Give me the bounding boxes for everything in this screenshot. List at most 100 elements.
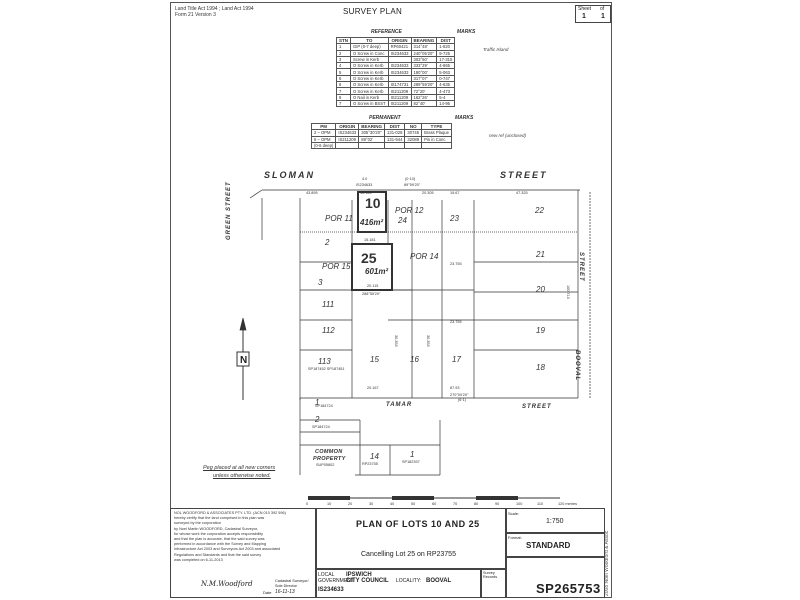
- traffic-island-note: Traffic Island: [483, 47, 509, 52]
- lot-10-area: 416m²: [360, 218, 384, 227]
- survey-records-box: Survey Records: [480, 568, 507, 598]
- perm-marks-cell: [421, 141, 452, 150]
- lot-10-number: 10: [365, 195, 381, 211]
- certificate-line: NOL WOODFORD & ASSOCIATES PTY. LTD. (ACN…: [174, 511, 286, 515]
- survey-records-label: Survey Records: [483, 571, 498, 579]
- dim-label: 23.755: [450, 262, 462, 266]
- survey-records-value: IS234633: [318, 587, 344, 593]
- scale-tick-label: 20: [348, 502, 353, 506]
- certificate-line: performed in accordance with the Survey …: [174, 542, 267, 547]
- locality-label: LOCALITY:: [396, 578, 422, 584]
- tamar-street-label: STREET: [522, 404, 552, 410]
- lot-label: 1: [410, 450, 415, 459]
- plan-ref: RP23755: [362, 462, 378, 466]
- certificate-text: NOL WOODFORD & ASSOCIATES PTY. LTD. (ACN…: [174, 511, 314, 563]
- lot-label: 112: [322, 326, 335, 335]
- dim-label: 20.305: [422, 191, 434, 195]
- ref-marks-cell: 5-063: [436, 68, 456, 76]
- scale-label: Scale:: [508, 511, 520, 516]
- lot-label: 19: [536, 326, 545, 335]
- marks-caption: MARKS: [457, 29, 476, 35]
- council-name-2: CITY COUNCIL: [346, 578, 389, 584]
- format-box: Format: STANDARD: [505, 532, 605, 558]
- format-value: STANDARD: [526, 541, 571, 550]
- certificate-line: hereby certify that the land comprised i…: [174, 516, 265, 521]
- lot-label: 14: [370, 452, 379, 461]
- certificate-box: NOL WOODFORD & ASSOCIATES PTY. LTD. (ACN…: [170, 508, 317, 598]
- scale-tick-label: 90: [495, 502, 500, 506]
- dim-label: 43.895: [306, 191, 318, 195]
- dim-right: 100.713: [566, 285, 570, 299]
- dim-label: 89°59'20": [404, 183, 421, 187]
- sheet-num: 1: [582, 13, 586, 20]
- ref-marks-cell: 7: [336, 99, 351, 108]
- north-arrow-box: [236, 351, 250, 367]
- lot-label: 3: [318, 278, 323, 287]
- scale-bar: [308, 496, 560, 500]
- dim-label: 87.93: [450, 386, 460, 390]
- lot-label: POR 12: [395, 206, 424, 215]
- lot-label: POR 14: [410, 252, 439, 261]
- dim-label: (0·10): [405, 177, 416, 181]
- local-label: LOCAL: [318, 572, 335, 578]
- scale-tick-label: 110: [537, 502, 544, 506]
- scale-tick-label: 100: [516, 502, 523, 506]
- dim-label: 16.165: [360, 191, 372, 195]
- ref-marks-cell: 7: [336, 87, 351, 95]
- lot-label: 1: [315, 398, 320, 407]
- perm-marks-row: (0-6 deep): [310, 141, 452, 150]
- lot-label: POR 11: [325, 214, 353, 223]
- dim-label: 47.325: [516, 191, 528, 195]
- scale-tick-label: 10: [327, 502, 332, 506]
- plan-title: PLAN OF LOTS 10 AND 25: [356, 519, 480, 529]
- dim-label: 30.353: [394, 335, 398, 347]
- certificate-line: surveyed by the corporation: [174, 521, 221, 526]
- scale-tick-label: 30: [369, 502, 374, 506]
- dim-label: 270°00'20": [450, 393, 469, 397]
- ref-marks-cell: 5-4: [436, 93, 456, 101]
- date-label: Date: [263, 590, 272, 595]
- ref-marks-cell: [387, 74, 412, 83]
- lot-25-area: 601m²: [365, 267, 389, 276]
- lot-label: 111: [322, 300, 335, 309]
- plan-ref: SP184724: [315, 404, 333, 408]
- dim-label: 15.181: [364, 238, 376, 242]
- dim-label: 288°55'20": [362, 292, 381, 296]
- perm-marks-cell: [384, 141, 406, 150]
- north-letter: N: [240, 355, 247, 366]
- lot-label: 21: [536, 250, 545, 259]
- lot-label: 17: [452, 355, 461, 364]
- copyright-note: 2008 Noel Woodford & Assoc: [604, 530, 610, 596]
- government-label: GOVERNMENT:: [318, 578, 355, 584]
- peg-note: Peg placed at all new corners: [203, 465, 276, 471]
- scale-tick-label: 60: [432, 502, 437, 506]
- road-corner: [249, 189, 263, 199]
- ref-marks-cell: 4-473: [436, 87, 456, 95]
- ref-marks-cell: IS211209: [387, 93, 412, 101]
- ref-marks-cell: 14-95: [436, 99, 456, 108]
- signer-title: Cadastral Surveyor/: [275, 579, 309, 583]
- lot-label: POR 15: [322, 262, 351, 271]
- ref-marks-cell: 4: [336, 62, 351, 70]
- ref-marks-cell: 4-635: [436, 81, 456, 89]
- locality-value: BOOVAL: [426, 578, 452, 584]
- council-name: IPSWICH: [346, 572, 372, 578]
- plan-ref: SP184724: [312, 425, 330, 429]
- ref-marks-cell: 8: [336, 93, 351, 101]
- lot-label: 23: [450, 214, 459, 223]
- dim-label: IS234633: [356, 183, 373, 187]
- scale-tick-label: 120 metres: [558, 502, 577, 506]
- ref-marks-cell: 6: [336, 74, 351, 83]
- certificate-line: for whose work the corporation accepts r…: [174, 531, 264, 536]
- scale-tick-label: 70: [453, 502, 458, 506]
- ref-marks-cell: 5: [336, 68, 351, 76]
- lot-label: 24: [398, 216, 407, 225]
- ref-marks-cell: 4-665: [436, 62, 456, 70]
